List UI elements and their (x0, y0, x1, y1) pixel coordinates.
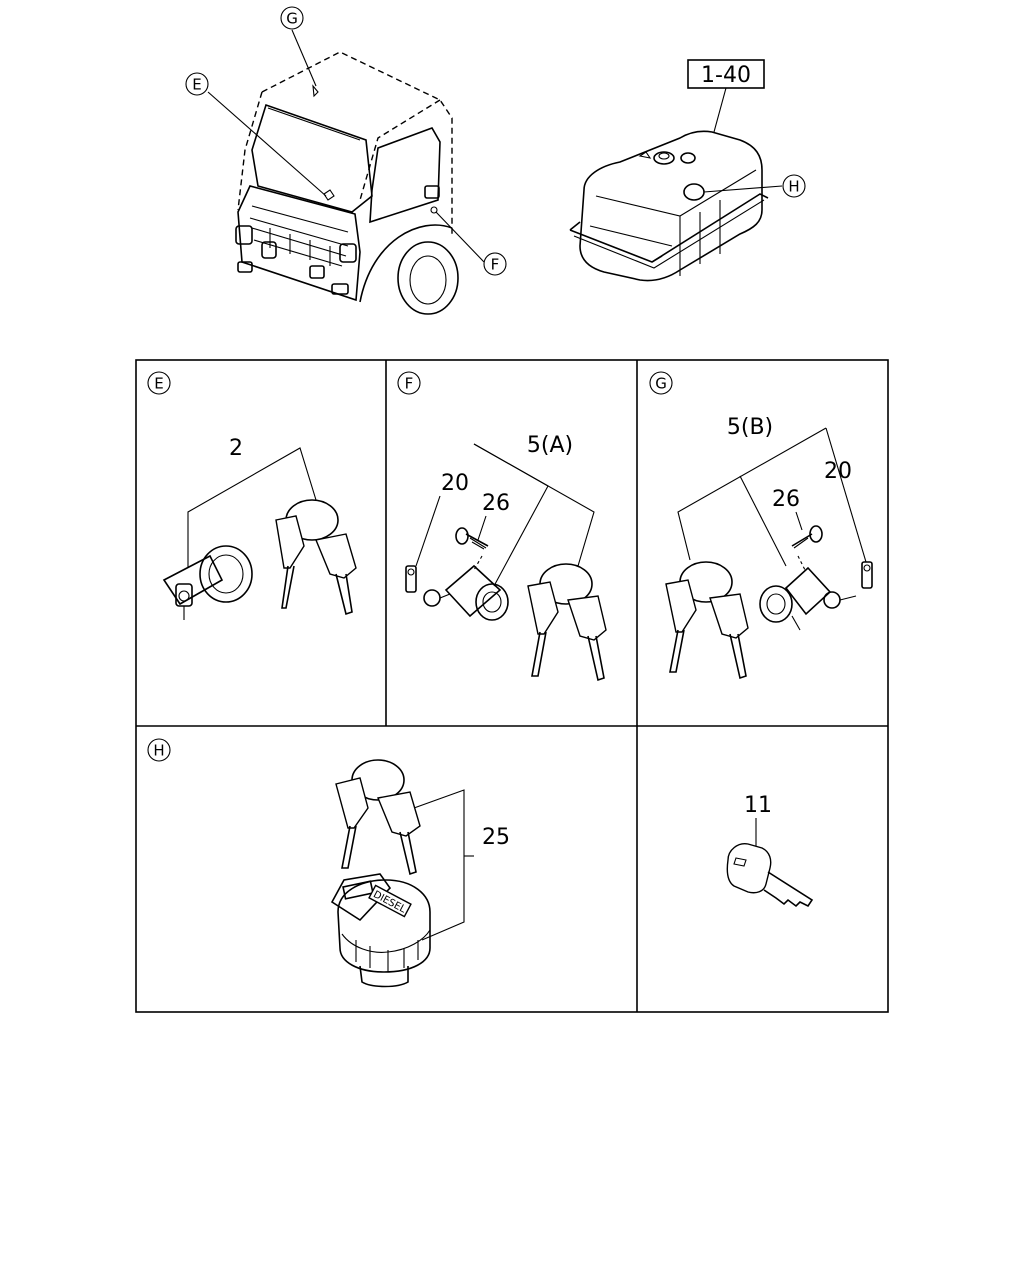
part-number-5b: 5(B) (727, 415, 773, 440)
panel-key: 11 (726, 793, 814, 908)
panel-f: F 5(A) 20 26 (397, 371, 607, 682)
callout-g: G (280, 6, 304, 30)
screw-26-g (791, 525, 823, 573)
panel-h-letter: H (153, 742, 164, 760)
part-number-11: 11 (744, 793, 772, 818)
spare-key (726, 843, 814, 908)
ref-box-1-40: 1-40 (687, 59, 765, 133)
ignition-cylinder (162, 545, 253, 620)
door-lock-cylinder-f (423, 564, 509, 621)
part-number-25: 25 (482, 825, 510, 850)
callout-f-label: F (491, 256, 500, 274)
panel-e-marker: E (147, 371, 171, 395)
key-pair-h (335, 759, 421, 876)
callout-f: F (483, 252, 507, 276)
callout-e: E (185, 72, 209, 96)
panel-e-letter: E (154, 375, 163, 393)
part-number-26-f: 26 (482, 491, 510, 516)
door-lock-cylinder-g (759, 566, 857, 631)
truck-cab-illustration (235, 51, 459, 315)
part-number-26-g: 26 (772, 487, 800, 512)
retainer-20-g (861, 561, 873, 589)
part-number-20-f: 20 (441, 471, 469, 496)
panel-h-marker: H (147, 738, 171, 762)
key-pair-g (665, 561, 749, 680)
panel-grid (135, 359, 889, 1013)
panel-f-letter: F (405, 375, 414, 393)
truck-callouts (207, 29, 485, 263)
fuel-tank-illustration (569, 130, 769, 282)
panel-e: E 2 (147, 371, 357, 620)
callout-h-label: H (788, 178, 799, 196)
part-number-5a: 5(A) (527, 433, 573, 458)
callout-e-label: E (192, 76, 201, 94)
panel-h: H 25 DIESEL (147, 738, 510, 988)
panel-g: G 5(B) 26 20 (649, 371, 873, 680)
callout-g-label: G (286, 10, 298, 28)
screw-26-f (455, 527, 489, 571)
key-pair-e (275, 499, 357, 616)
ref-box-label: 1-40 (701, 63, 751, 88)
panel-g-letter: G (655, 375, 667, 393)
retainer-20-f (405, 565, 417, 593)
panel-g-marker: G (649, 371, 673, 395)
part-number-2: 2 (229, 436, 243, 461)
callout-h: H (703, 174, 806, 198)
part-number-20-g: 20 (824, 459, 852, 484)
locking-fuel-cap: DIESEL (330, 873, 431, 988)
panel-f-marker: F (397, 371, 421, 395)
key-pair-f (527, 563, 607, 682)
